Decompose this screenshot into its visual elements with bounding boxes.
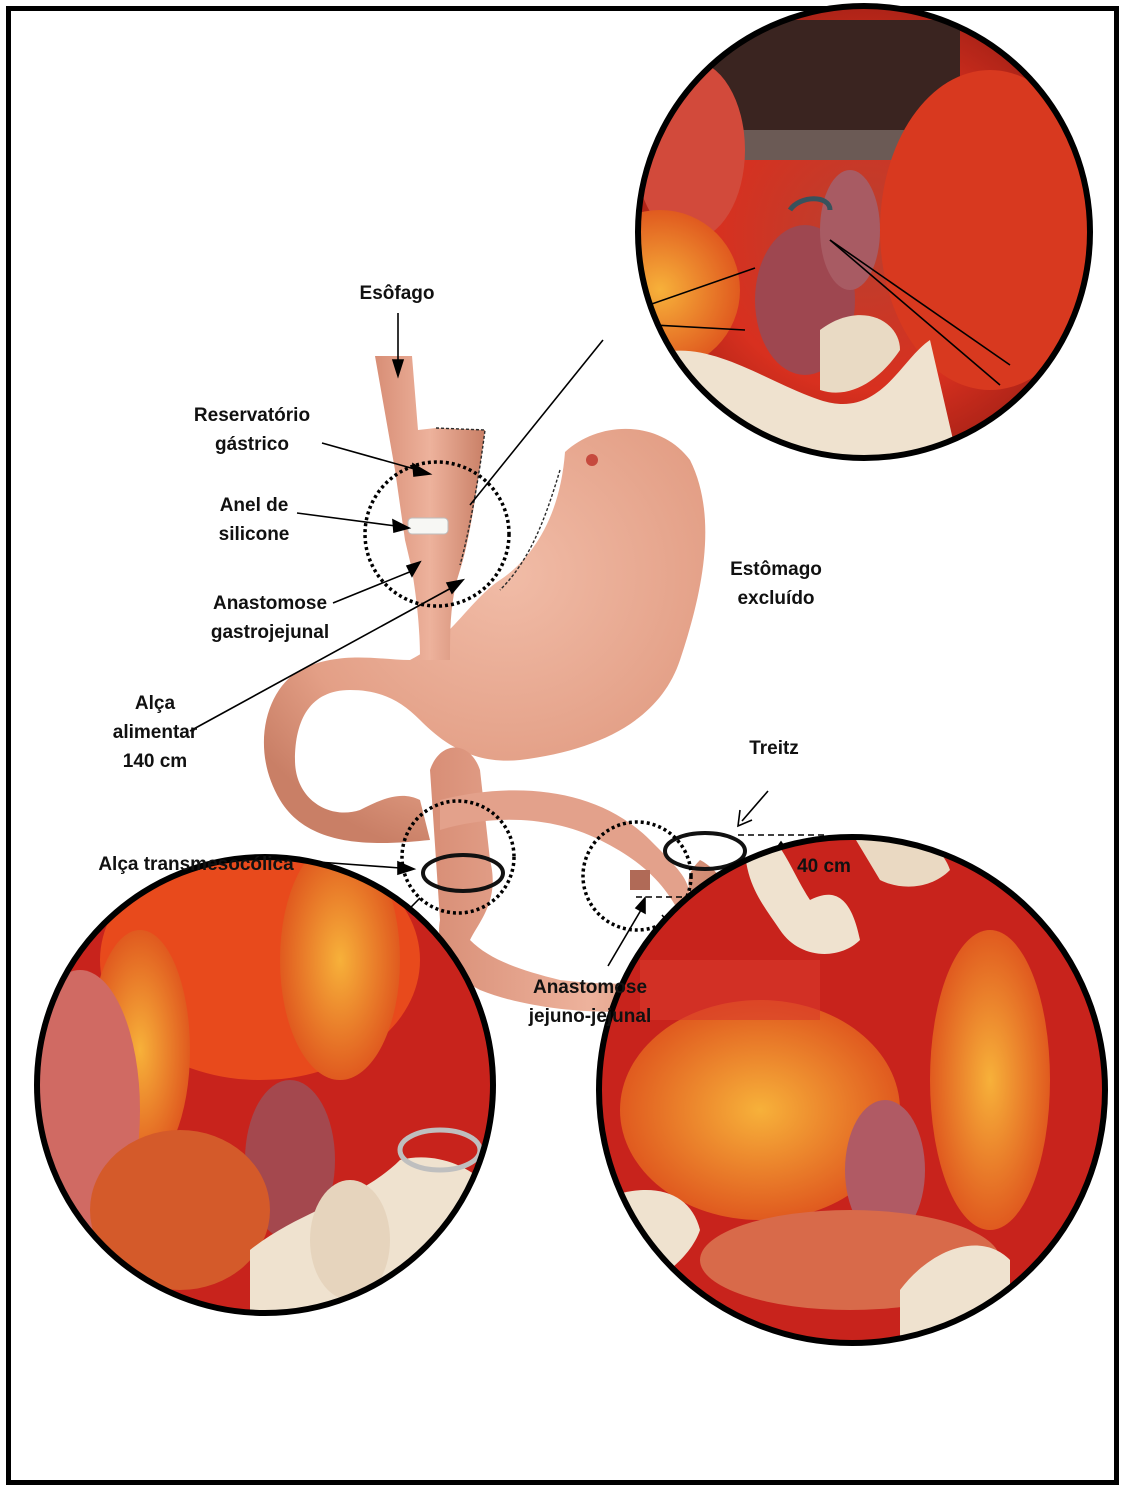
label-reservatorio-line1: Reservatório [194,405,310,426]
label-reservatorio-line2: gástrico [215,434,289,455]
silicone-ring-icon [408,518,448,534]
label-alca-alimentar-line2: alimentar [113,722,198,743]
label-anastomose-gj-line2: gastrojejunal [211,622,329,643]
excluded-stomach [264,429,705,843]
label-estomago-line2: excluído [737,588,814,609]
label-anastomose-jj-line2: jejuno-jejunal [528,1006,651,1027]
label-alca-alimentar-line3: 140 cm [123,751,187,772]
label-estomago-line1: Estômago [730,559,822,580]
label-alca-alimentar-line1: Alça [135,693,176,714]
label-alca-transmesocolica: Alça transmesocólica [98,854,294,875]
bottom-right-surgical-photo [590,820,1120,1350]
label-anel-line1: Anel de [220,495,289,516]
label-anastomose-jj-line1: Anastomose [533,977,647,998]
label-anastomose-gj-line1: Anastomose [213,593,327,614]
label-medida: 40 cm [797,856,851,877]
label-esofago: Esôfago [360,283,435,304]
label-treitz: Treitz [749,738,799,759]
label-anel-line2: silicone [219,524,290,545]
